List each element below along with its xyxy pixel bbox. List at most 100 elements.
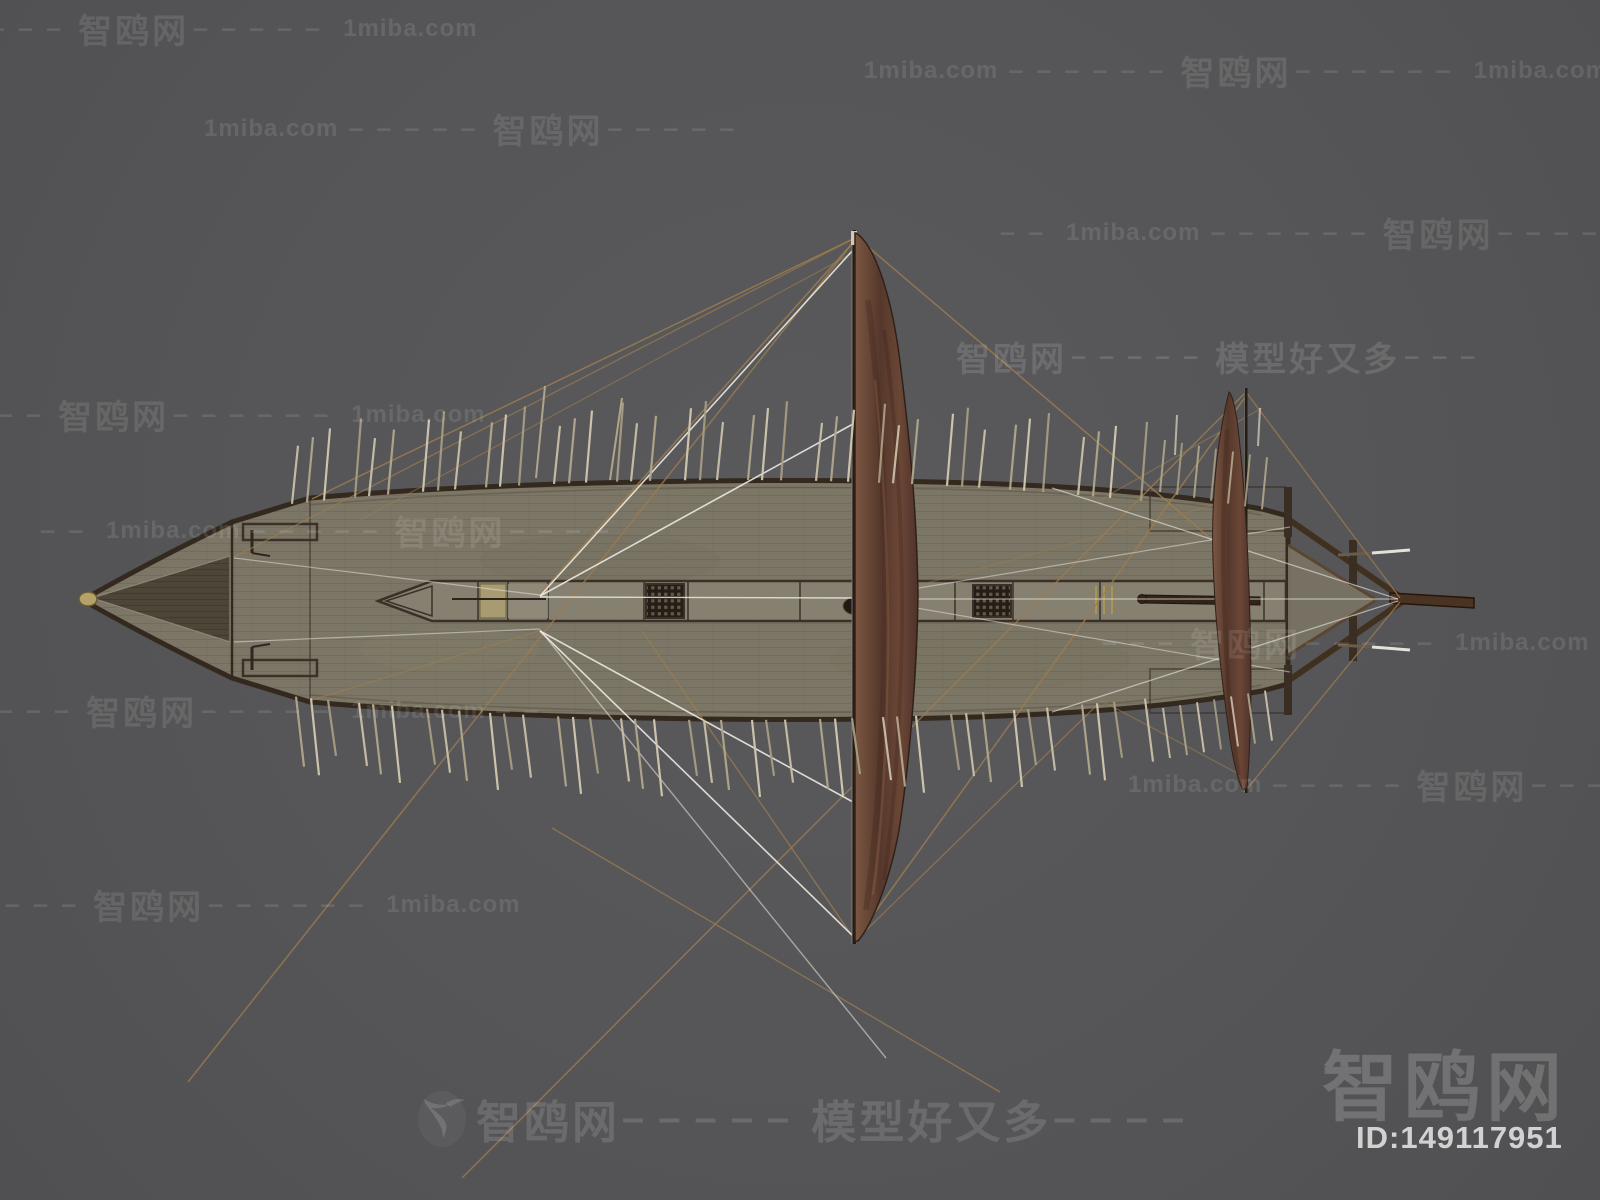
oar: [619, 718, 631, 782]
oar: [1008, 424, 1018, 490]
rigging-line: [641, 630, 856, 941]
oar: [814, 422, 824, 482]
bow-hatch-frame: [241, 522, 319, 542]
pole: [1174, 414, 1178, 456]
oar: [715, 421, 725, 481]
oar: [357, 702, 369, 767]
pole: [535, 385, 546, 479]
oar: [891, 425, 901, 484]
oar: [421, 419, 431, 492]
oar: [1045, 707, 1057, 771]
deck-grating-aft: [972, 584, 1012, 618]
oar: [746, 414, 756, 481]
rigging-line: [233, 628, 541, 643]
oar: [309, 698, 321, 776]
rigging-line: [854, 395, 1247, 941]
rigging-line: [1099, 699, 1251, 781]
oar: [488, 712, 500, 790]
oar: [425, 708, 437, 765]
oar: [1012, 709, 1024, 788]
rigging-line: [539, 237, 858, 595]
oar: [294, 696, 306, 767]
oar: [829, 416, 839, 482]
mizzen-sail: [1212, 391, 1252, 791]
oar: [502, 713, 514, 770]
seagull-icon: [418, 1090, 470, 1147]
banner-slogan: 模型好又多: [811, 1097, 1052, 1148]
central-walkway: [374, 579, 1288, 623]
oar: [846, 409, 856, 482]
oar: [1244, 454, 1251, 507]
bow-tip-ornament: [78, 591, 98, 607]
oar: [556, 716, 568, 787]
rigging-line: [539, 629, 887, 1059]
rigging-line: [233, 557, 541, 596]
oar: [571, 716, 583, 795]
oar: [945, 413, 955, 486]
rigging-line: [187, 239, 856, 1083]
rigging-line: [539, 249, 854, 597]
oar: [521, 714, 533, 778]
rigging-line: [359, 247, 863, 521]
oar: [698, 401, 708, 481]
oar: [779, 401, 789, 481]
bow-hatch-frame: [241, 658, 319, 678]
oar: [1139, 421, 1149, 502]
oar: [1159, 439, 1166, 493]
oar: [629, 423, 639, 482]
oar: [977, 429, 987, 488]
oar: [881, 716, 893, 781]
rigging-line: [863, 497, 1241, 601]
oar: [877, 403, 887, 483]
rigging-line: [311, 629, 543, 701]
oar: [457, 710, 469, 782]
oar: [588, 717, 600, 774]
model-id: ID:149117951: [1356, 1120, 1563, 1155]
banner-trailing-dashes: ––––: [1053, 1096, 1199, 1140]
oar: [764, 719, 776, 776]
oar: [1227, 451, 1234, 504]
pole: [609, 397, 623, 481]
oar: [584, 410, 594, 483]
oar: [1080, 704, 1092, 775]
oar: [386, 429, 396, 495]
oar: [1026, 708, 1038, 766]
oar: [453, 431, 463, 490]
oar: [949, 713, 961, 771]
oar: [964, 712, 976, 777]
rigging-line: [539, 630, 854, 803]
stern: [1284, 487, 1475, 715]
oar: [1247, 693, 1256, 744]
oar: [1112, 701, 1124, 758]
rigging-line: [857, 597, 1291, 673]
oar: [648, 415, 658, 481]
oar: [353, 418, 363, 498]
bow: [78, 498, 319, 702]
rigging-line: [1245, 391, 1401, 599]
oar: [1193, 445, 1200, 498]
oar: [960, 407, 970, 487]
oar: [895, 716, 907, 787]
oar: [833, 718, 845, 796]
oar: [910, 419, 920, 485]
oar: [1108, 425, 1118, 498]
rigging-line: [1245, 601, 1401, 791]
oar: [981, 711, 993, 783]
oar: [1162, 707, 1171, 759]
oar: [783, 719, 795, 783]
oar: [567, 418, 577, 484]
oar: [1091, 431, 1101, 497]
oar: [440, 709, 452, 773]
oar: [1041, 413, 1051, 493]
oar: [326, 699, 338, 757]
oar: [322, 428, 332, 501]
deck-grating-fore: [645, 583, 685, 619]
oar: [305, 437, 315, 503]
oar: [1230, 696, 1239, 747]
oar: [1210, 448, 1217, 501]
rigging-line: [854, 705, 1097, 942]
rigging-line: [233, 236, 858, 558]
oar: [702, 719, 714, 784]
mainmast: [851, 230, 857, 944]
